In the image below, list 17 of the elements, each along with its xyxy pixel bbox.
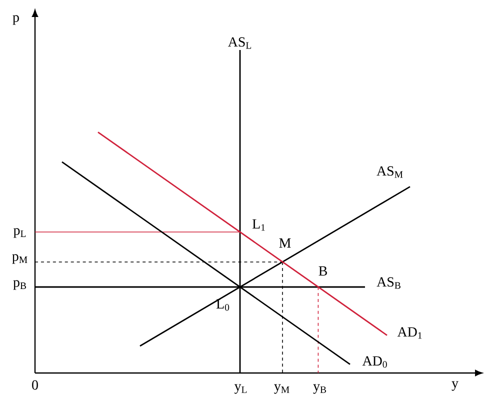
curve-label: AD$_{1}$ — [397, 327, 422, 339]
tick-label: p$_{L}$ — [14, 228, 26, 238]
curve-label: AS$_{M}$ — [376, 166, 403, 178]
point-label: L$_{1}$ — [252, 219, 265, 231]
tick-label: y$_{B}$ — [313, 384, 326, 394]
curve-label: AS$_{B}$ — [376, 277, 400, 289]
tick-label: y$_{M}$ — [274, 384, 290, 394]
tick-label: y — [452, 381, 458, 391]
tick-label: p$_{B}$ — [13, 280, 26, 290]
tick-label: p$_{M}$ — [12, 254, 28, 264]
tick-label: y$_{L}$ — [234, 384, 247, 394]
point-label: B — [318, 266, 327, 276]
point-label: M — [279, 238, 291, 248]
tick-label: 0 — [32, 380, 38, 390]
curve-label: AS$_{L}$ — [228, 37, 252, 49]
tick-label: p — [12, 15, 19, 25]
curve-label: AD$_{0}$ — [362, 356, 387, 368]
